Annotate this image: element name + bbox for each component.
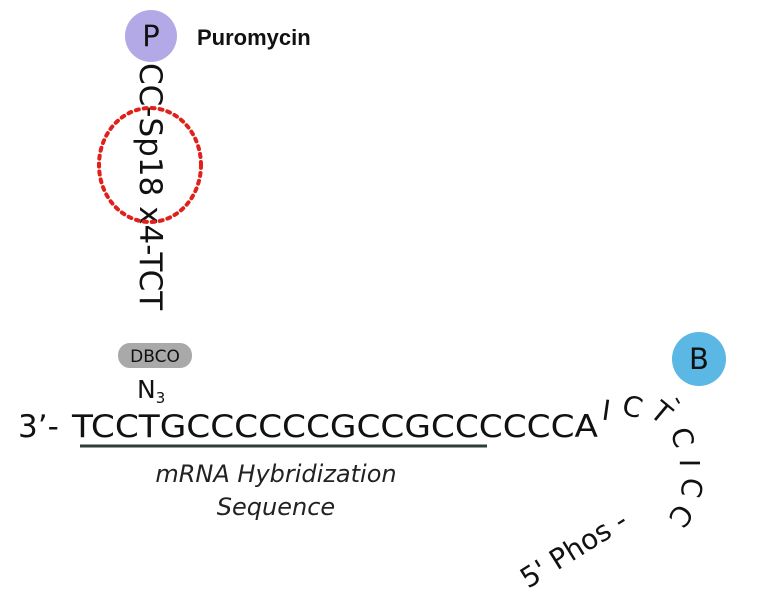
linker-text: CC-Sp18 x4-TCT bbox=[132, 63, 168, 311]
tail-letter-4: C bbox=[664, 424, 701, 451]
tail-letter-5: I bbox=[673, 459, 706, 467]
highlight-circle bbox=[97, 106, 203, 224]
tail-letter-7: C bbox=[662, 498, 700, 533]
azide-label: N3 bbox=[137, 375, 165, 407]
biotin-circle bbox=[672, 332, 726, 386]
azide-subscript: 3 bbox=[156, 389, 166, 407]
puromycin-letter: P bbox=[142, 19, 160, 53]
azide-base: N bbox=[137, 375, 156, 404]
strand-prefix: 3’- bbox=[18, 409, 59, 445]
strand-sequence: TCCTGCCCCCCGCCGCCCCCCA bbox=[71, 409, 598, 445]
tail-dash: - bbox=[665, 389, 694, 411]
dbco-badge bbox=[118, 343, 192, 368]
biotin-letter: B bbox=[689, 342, 709, 376]
tail-letter-2: C bbox=[619, 388, 646, 425]
tail-letter-1: I bbox=[600, 394, 613, 428]
hybridization-label-line1: mRNA Hybridization bbox=[155, 460, 396, 488]
tail-letter-6: C bbox=[673, 475, 709, 500]
puromycin-circle bbox=[125, 10, 177, 62]
dbco-label: DBCO bbox=[130, 347, 180, 367]
puromycin-label: Puromycin bbox=[197, 25, 311, 50]
five-prime-label: 5' Phos - bbox=[514, 503, 633, 594]
hybridization-label-line2: Sequence bbox=[217, 493, 335, 521]
